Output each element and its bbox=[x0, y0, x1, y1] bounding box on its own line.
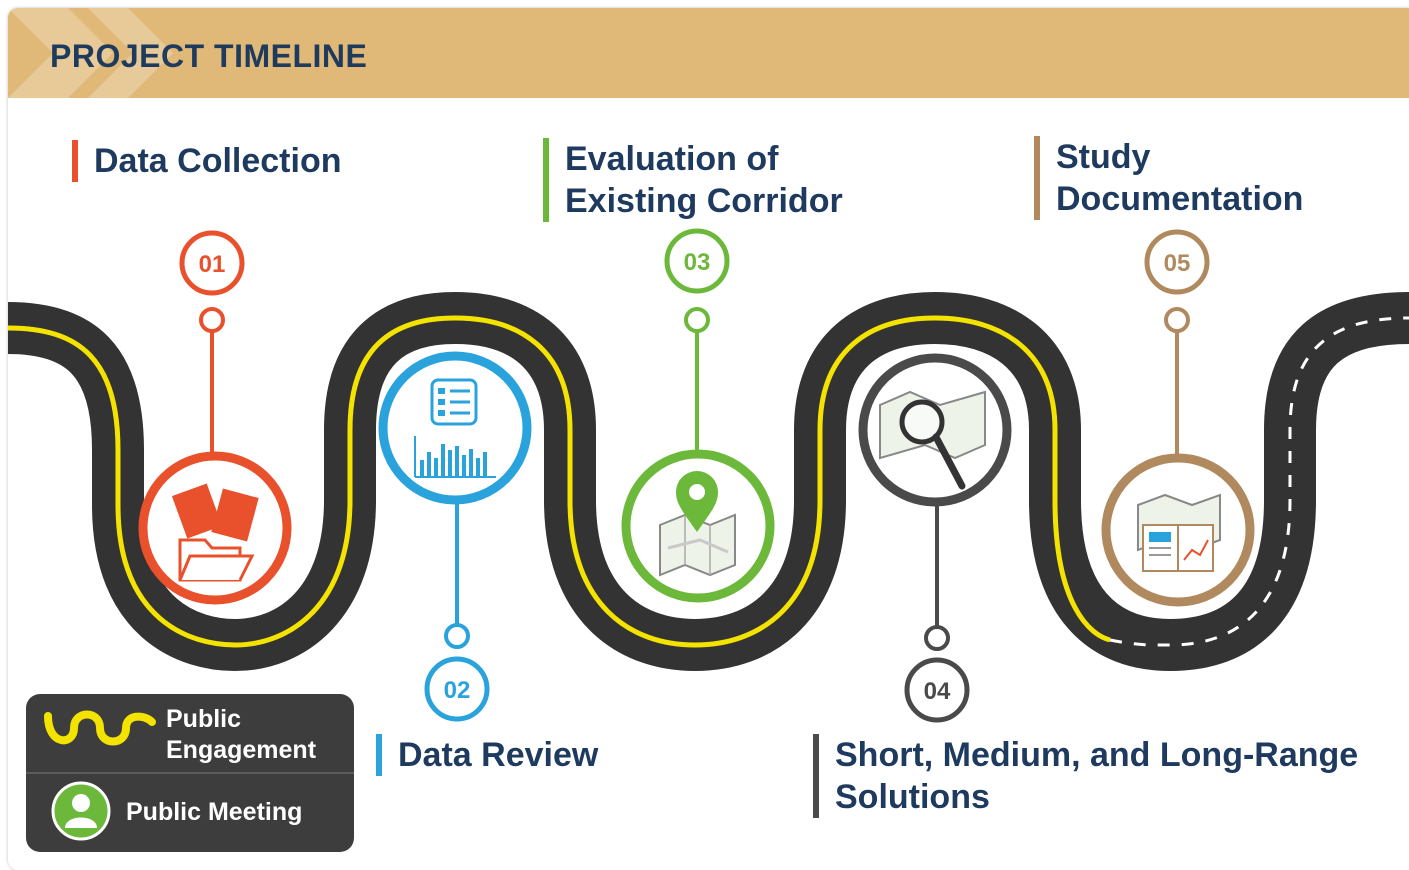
header-bar: PROJECT TIMELINE bbox=[8, 8, 1409, 98]
folder-documents-icon bbox=[171, 483, 259, 582]
winding-road bbox=[7, 291, 1409, 672]
step-label-documentation: Study Documentation bbox=[1034, 136, 1386, 220]
legend-text-line: Public bbox=[166, 705, 242, 733]
step-label-line: Evaluation of bbox=[565, 140, 779, 178]
step-number-badge bbox=[179, 230, 245, 296]
connector-dot bbox=[199, 307, 225, 333]
legend-public-meeting: Public Meeting bbox=[126, 798, 303, 826]
step-label-line: Study bbox=[1056, 138, 1151, 176]
person-icon bbox=[51, 781, 111, 841]
step-label-line: Existing Corridor bbox=[565, 182, 843, 220]
legend-public-engagement: Public Engagement bbox=[166, 704, 316, 766]
step-icon-circle bbox=[378, 351, 532, 505]
map-pin-icon bbox=[659, 471, 736, 577]
step-label-data-collection: Data Collection bbox=[72, 140, 424, 182]
connector-dot bbox=[684, 307, 710, 333]
step-number-badge bbox=[904, 657, 970, 723]
legend: Public Engagement Public Meeting bbox=[26, 694, 354, 852]
legend-graphics bbox=[44, 710, 156, 841]
step-number: 01 bbox=[199, 251, 226, 278]
map-magnifier-icon bbox=[879, 390, 986, 490]
map-report-icon bbox=[1137, 493, 1221, 572]
step-label-line: Data Collection bbox=[94, 142, 342, 180]
connector-dot bbox=[1164, 307, 1190, 333]
page-title: PROJECT TIMELINE bbox=[50, 38, 368, 74]
step-label-line: Data Review bbox=[398, 736, 599, 774]
step-02: 02 bbox=[378, 351, 532, 722]
step-04: 04 bbox=[858, 353, 1012, 723]
step-number-badge bbox=[664, 228, 730, 294]
step-label-line: Short, Medium, and Long-Range bbox=[835, 736, 1359, 774]
legend-divider bbox=[26, 772, 354, 774]
checklist-bar-chart-icon bbox=[414, 378, 496, 478]
step-label-line: Documentation bbox=[1056, 180, 1304, 218]
step-number-badge bbox=[1144, 229, 1210, 295]
step-03: 03 bbox=[621, 228, 775, 603]
step-label-solutions: Short, Medium, and Long-Range Solutions bbox=[813, 734, 1409, 818]
connector-dot bbox=[924, 625, 950, 651]
step-number: 03 bbox=[684, 249, 711, 276]
connector-dot bbox=[444, 623, 470, 649]
legend-text-line: Engagement bbox=[166, 736, 317, 764]
step-number-badge bbox=[424, 656, 490, 722]
chevron-decoration bbox=[8, 8, 173, 98]
step-05: 05 bbox=[1101, 229, 1255, 607]
step-number: 02 bbox=[444, 677, 471, 704]
step-number: 05 bbox=[1164, 250, 1191, 277]
step-label-data-review: Data Review bbox=[376, 734, 728, 776]
yellow-wave-icon bbox=[44, 710, 156, 746]
step-label-evaluation: Evaluation of Existing Corridor bbox=[543, 138, 925, 222]
step-01: 01 bbox=[138, 230, 292, 605]
step-label-line: Solutions bbox=[835, 778, 990, 816]
step-number: 04 bbox=[924, 678, 951, 705]
